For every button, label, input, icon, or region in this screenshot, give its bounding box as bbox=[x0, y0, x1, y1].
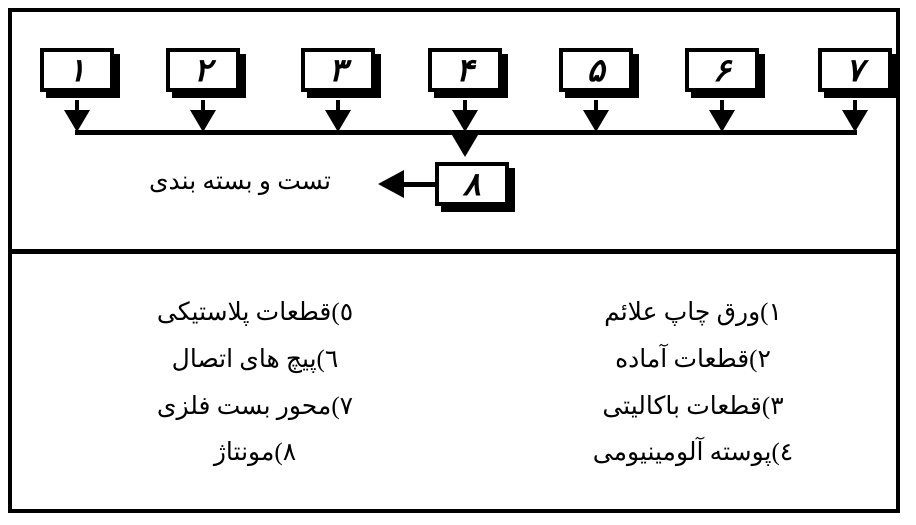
legend: ١)ورق چاپ علائم ٢)قطعات آماده ٣)قطعات با… bbox=[12, 256, 896, 511]
legend-item: ٥)قطعات پلاستیکی bbox=[156, 299, 354, 326]
legend-item: ١)ورق چاپ علائم bbox=[604, 299, 782, 326]
process-node-1[interactable]: ۱ bbox=[40, 48, 114, 92]
legend-item: ٨)مونتاژ bbox=[213, 439, 297, 467]
flow-diagram: ۱ ۲ ۳ ۴ ۵ ۶ ۷ bbox=[0, 0, 916, 249]
process-node-3-label: ۳ bbox=[328, 52, 348, 88]
output-step-label: تست و بسته بندی bbox=[148, 168, 332, 195]
legend-column-right: ١)ورق چاپ علائم ٢)قطعات آماده ٣)قطعات با… bbox=[454, 299, 896, 468]
process-node-4-label: ۴ bbox=[455, 52, 475, 88]
outer-frame-border bbox=[8, 8, 900, 513]
legend-item: ٤)پوسته آلومینیومی bbox=[592, 439, 794, 467]
arrowhead-down-4 bbox=[452, 110, 478, 132]
connector-stem-7 bbox=[853, 100, 857, 114]
arrowhead-down-6 bbox=[709, 110, 735, 132]
arrowhead-down-5 bbox=[583, 110, 609, 132]
output-connector-line bbox=[404, 182, 438, 187]
arrowhead-down-to-assembly bbox=[452, 135, 478, 157]
connector-stem-4 bbox=[463, 100, 467, 114]
connector-stem-2 bbox=[201, 100, 205, 114]
process-node-6-label: ۶ bbox=[712, 52, 732, 88]
process-node-7-label: ۷ bbox=[845, 52, 865, 88]
legend-item: ٣)قطعات باکالیتی bbox=[602, 392, 784, 420]
legend-column-left: ٥)قطعات پلاستیکی ٦)پیچ های اتصال ٧)محور … bbox=[12, 299, 454, 468]
assembly-node-8[interactable]: ۸ bbox=[435, 162, 509, 206]
process-node-5-label: ۵ bbox=[586, 52, 606, 88]
legend-item: ٢)قطعات آماده bbox=[615, 345, 771, 373]
connector-stem-6 bbox=[720, 100, 724, 114]
process-node-7[interactable]: ۷ bbox=[818, 48, 892, 92]
process-node-6[interactable]: ۶ bbox=[685, 48, 759, 92]
arrowhead-down-7 bbox=[842, 110, 868, 132]
section-divider-line bbox=[10, 249, 898, 254]
process-node-2[interactable]: ۲ bbox=[166, 48, 240, 92]
legend-item: ٧)محور بست فلزی bbox=[156, 392, 354, 420]
collector-bus-line bbox=[75, 130, 857, 135]
arrowhead-down-3 bbox=[325, 110, 351, 132]
arrowhead-left-output bbox=[378, 170, 404, 198]
process-node-4[interactable]: ۴ bbox=[428, 48, 502, 92]
connector-stem-5 bbox=[594, 100, 598, 114]
process-node-1-label: ۱ bbox=[67, 52, 87, 88]
arrowhead-down-2 bbox=[190, 110, 216, 132]
connector-stem-3 bbox=[336, 100, 340, 114]
process-node-5[interactable]: ۵ bbox=[559, 48, 633, 92]
legend-item: ٦)پیچ های اتصال bbox=[171, 345, 339, 373]
assembly-node-8-label: ۸ bbox=[462, 166, 482, 202]
process-node-3[interactable]: ۳ bbox=[301, 48, 375, 92]
arrowhead-down-1 bbox=[64, 110, 90, 132]
connector-stem-1 bbox=[75, 100, 79, 114]
process-node-2-label: ۲ bbox=[193, 52, 213, 88]
